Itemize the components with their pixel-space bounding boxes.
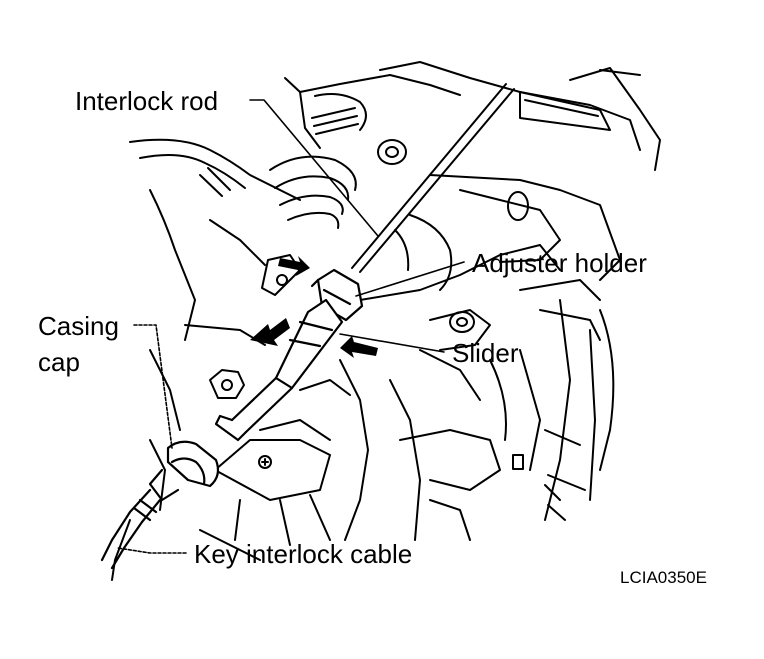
label-casing: Casing	[38, 311, 119, 341]
label-key-interlock-cable: Key interlock cable	[194, 539, 413, 569]
cable-assembly	[100, 268, 364, 570]
arrow-pull	[250, 318, 290, 346]
figure-code: LCIA0350E	[620, 568, 707, 587]
leader-lines	[117, 99, 465, 554]
arrow-adjuster	[278, 256, 310, 276]
direction-arrows	[250, 256, 378, 358]
arrow-slider	[340, 336, 378, 358]
label-slider: Slider	[452, 338, 519, 368]
label-adjuster-holder: Adjuster holder	[472, 248, 647, 278]
interlock-rod-drawing	[351, 83, 515, 273]
label-cap: cap	[38, 347, 80, 377]
label-interlock-rod: Interlock rod	[75, 86, 219, 116]
background-mechanism	[111, 61, 661, 581]
